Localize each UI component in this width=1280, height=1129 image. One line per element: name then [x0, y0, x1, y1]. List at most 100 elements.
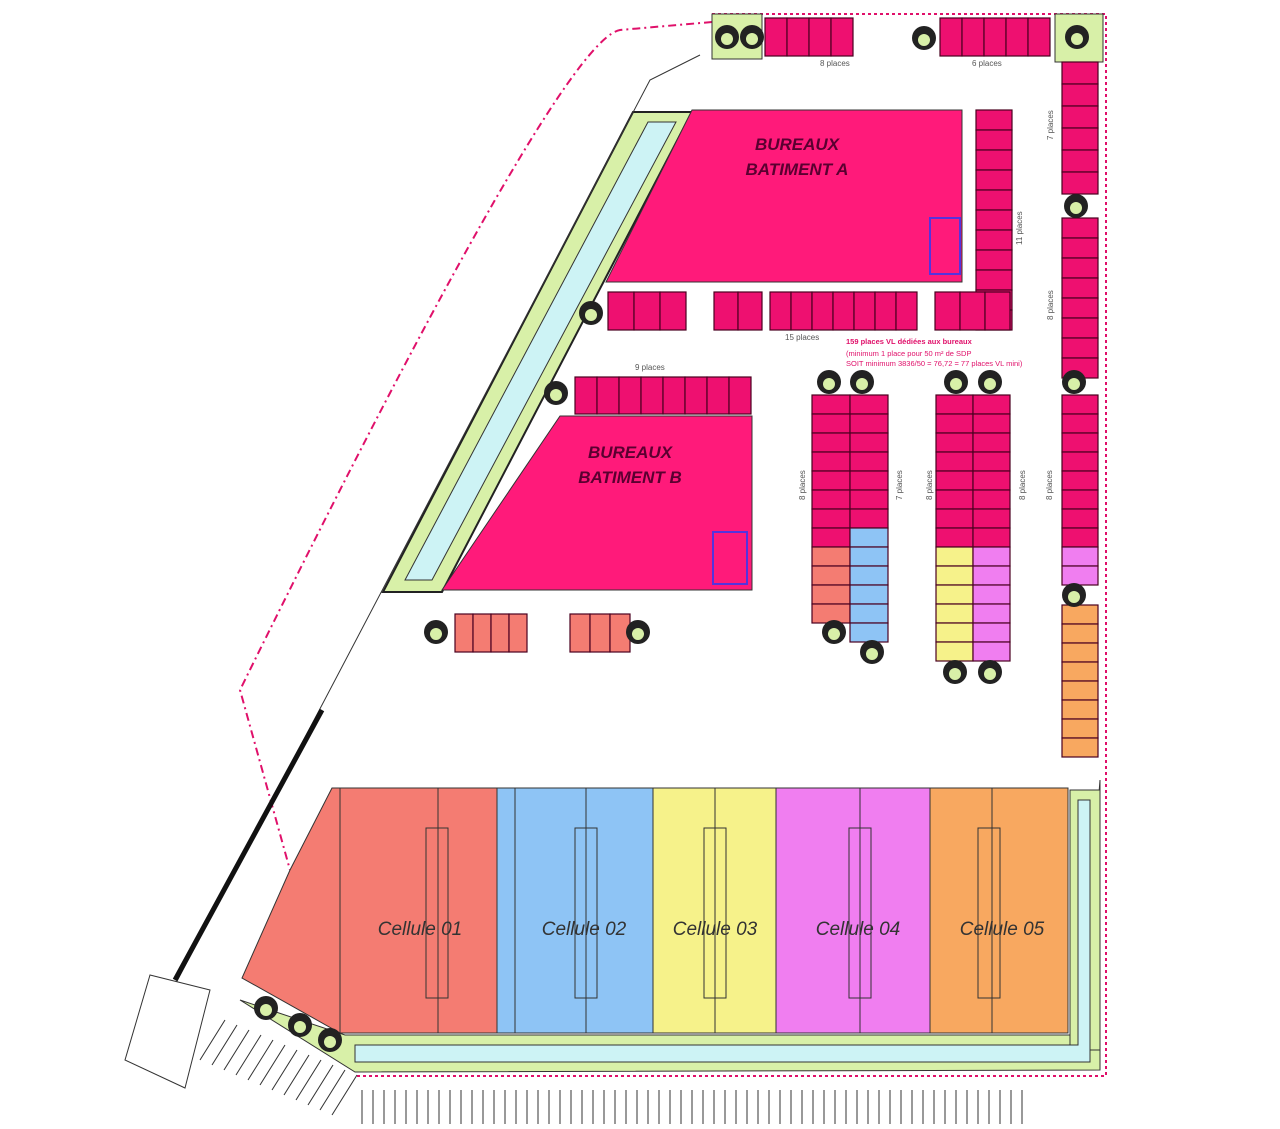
tree-face	[866, 648, 878, 660]
parking-slot	[684, 376, 708, 415]
parking-slot	[935, 413, 974, 434]
parking-slot	[811, 451, 851, 472]
parking-slot	[490, 613, 510, 653]
parking-slot	[764, 17, 788, 57]
parking-slot	[1061, 642, 1099, 663]
parking-slot	[935, 470, 974, 491]
label-block2-right: 8 places	[1018, 470, 1027, 500]
tree-face	[632, 628, 644, 640]
parking-slot	[935, 546, 974, 567]
parking-slot	[935, 527, 974, 548]
trees	[254, 25, 1089, 1052]
parking-slot	[975, 129, 1013, 151]
tree-face	[721, 33, 733, 45]
parking-slot	[849, 413, 889, 434]
parking-slot	[811, 527, 851, 548]
parking-slot	[1061, 237, 1099, 259]
parking-slot	[849, 394, 889, 415]
parking-hatch	[199, 1019, 1023, 1124]
tree-face	[746, 33, 758, 45]
canal-water	[404, 121, 677, 581]
tree-face	[984, 668, 996, 680]
parking-slot	[975, 149, 1013, 171]
parking-slot	[1061, 257, 1099, 279]
tree-face	[828, 628, 840, 640]
parking-slot	[1061, 508, 1099, 529]
parking-slot	[849, 622, 889, 643]
parking-slot	[1061, 699, 1099, 720]
parking-slot	[972, 451, 1011, 472]
label-right-lower: 8 places	[1045, 470, 1054, 500]
parking-slot	[935, 489, 974, 510]
parking-slot	[849, 489, 889, 510]
parking-slot	[769, 291, 792, 331]
parking-slot	[1061, 217, 1099, 239]
label-top-right: 6 places	[972, 59, 1002, 68]
parking-slot	[1061, 432, 1099, 453]
parking-slot	[975, 249, 1013, 271]
parking-slot	[849, 432, 889, 453]
building-a-core	[929, 217, 961, 275]
label-column-a: 11 places	[1015, 211, 1024, 245]
parking-slot	[659, 291, 687, 331]
parking-slot	[1061, 604, 1099, 625]
parking-slot	[934, 291, 961, 331]
parking-slot	[1061, 127, 1099, 151]
building-b-label: BUREAUX	[588, 443, 674, 462]
parking-slot	[961, 17, 985, 57]
parking-slot	[830, 17, 854, 57]
tree-face	[260, 1004, 272, 1016]
hatch-line	[259, 1044, 286, 1086]
parking-slot	[939, 17, 963, 57]
parking-slot	[1061, 105, 1099, 129]
cell-05-label: Cellule 05	[960, 919, 1045, 940]
tree-face	[1070, 202, 1082, 214]
tree-face	[1071, 33, 1083, 45]
label-above-b: 9 places	[635, 363, 665, 372]
parking-slot	[508, 613, 528, 653]
parking-slot	[737, 291, 763, 331]
parking-slot	[975, 189, 1013, 211]
parking-slot	[1027, 17, 1051, 57]
tree-face	[1068, 378, 1080, 390]
hatch-line	[223, 1029, 250, 1071]
parking-slot	[1061, 489, 1099, 510]
parking-slot	[1061, 83, 1099, 107]
parking-slot	[983, 17, 1007, 57]
cell-01	[241, 787, 498, 1034]
parking-slot	[1061, 623, 1099, 644]
cell-04-label: Cellule 04	[816, 919, 901, 940]
parking-slot	[811, 470, 851, 491]
parking-slot	[569, 613, 591, 653]
parking-slot	[1061, 337, 1099, 359]
parking-slot	[713, 291, 739, 331]
cell-04	[775, 787, 931, 1034]
parking-slot	[935, 432, 974, 453]
tree-face	[823, 378, 835, 390]
parking-slot	[849, 451, 889, 472]
parking-slot	[874, 291, 897, 331]
label-right-top: 7 places	[1046, 110, 1055, 140]
hatch-line	[199, 1019, 226, 1061]
parking-slot	[972, 508, 1011, 529]
parking-slot	[811, 584, 851, 605]
note-line-3: SOIT minimum 3836/50 = 76,72 = 77 places…	[846, 359, 1023, 368]
parking-slot	[1061, 149, 1099, 173]
parking-slot	[972, 470, 1011, 491]
building-a-label: BUREAUX	[755, 135, 841, 154]
parking-slot	[972, 565, 1011, 586]
tree-face	[856, 378, 868, 390]
parking-slot	[1061, 718, 1099, 739]
parking-slot	[975, 109, 1013, 131]
parking-slot	[811, 603, 851, 624]
parking-slot	[984, 291, 1011, 331]
parking-slot	[786, 17, 810, 57]
building-b-label-2: BATIMENT B	[578, 468, 682, 487]
parking-slot	[1061, 317, 1099, 339]
building-a-label-2: BATIMENT A	[746, 160, 849, 179]
parking-slot	[849, 565, 889, 586]
hatch-line	[319, 1069, 346, 1111]
parking-slot	[811, 413, 851, 434]
parking-slot	[935, 622, 974, 643]
hatch-line	[295, 1059, 322, 1101]
